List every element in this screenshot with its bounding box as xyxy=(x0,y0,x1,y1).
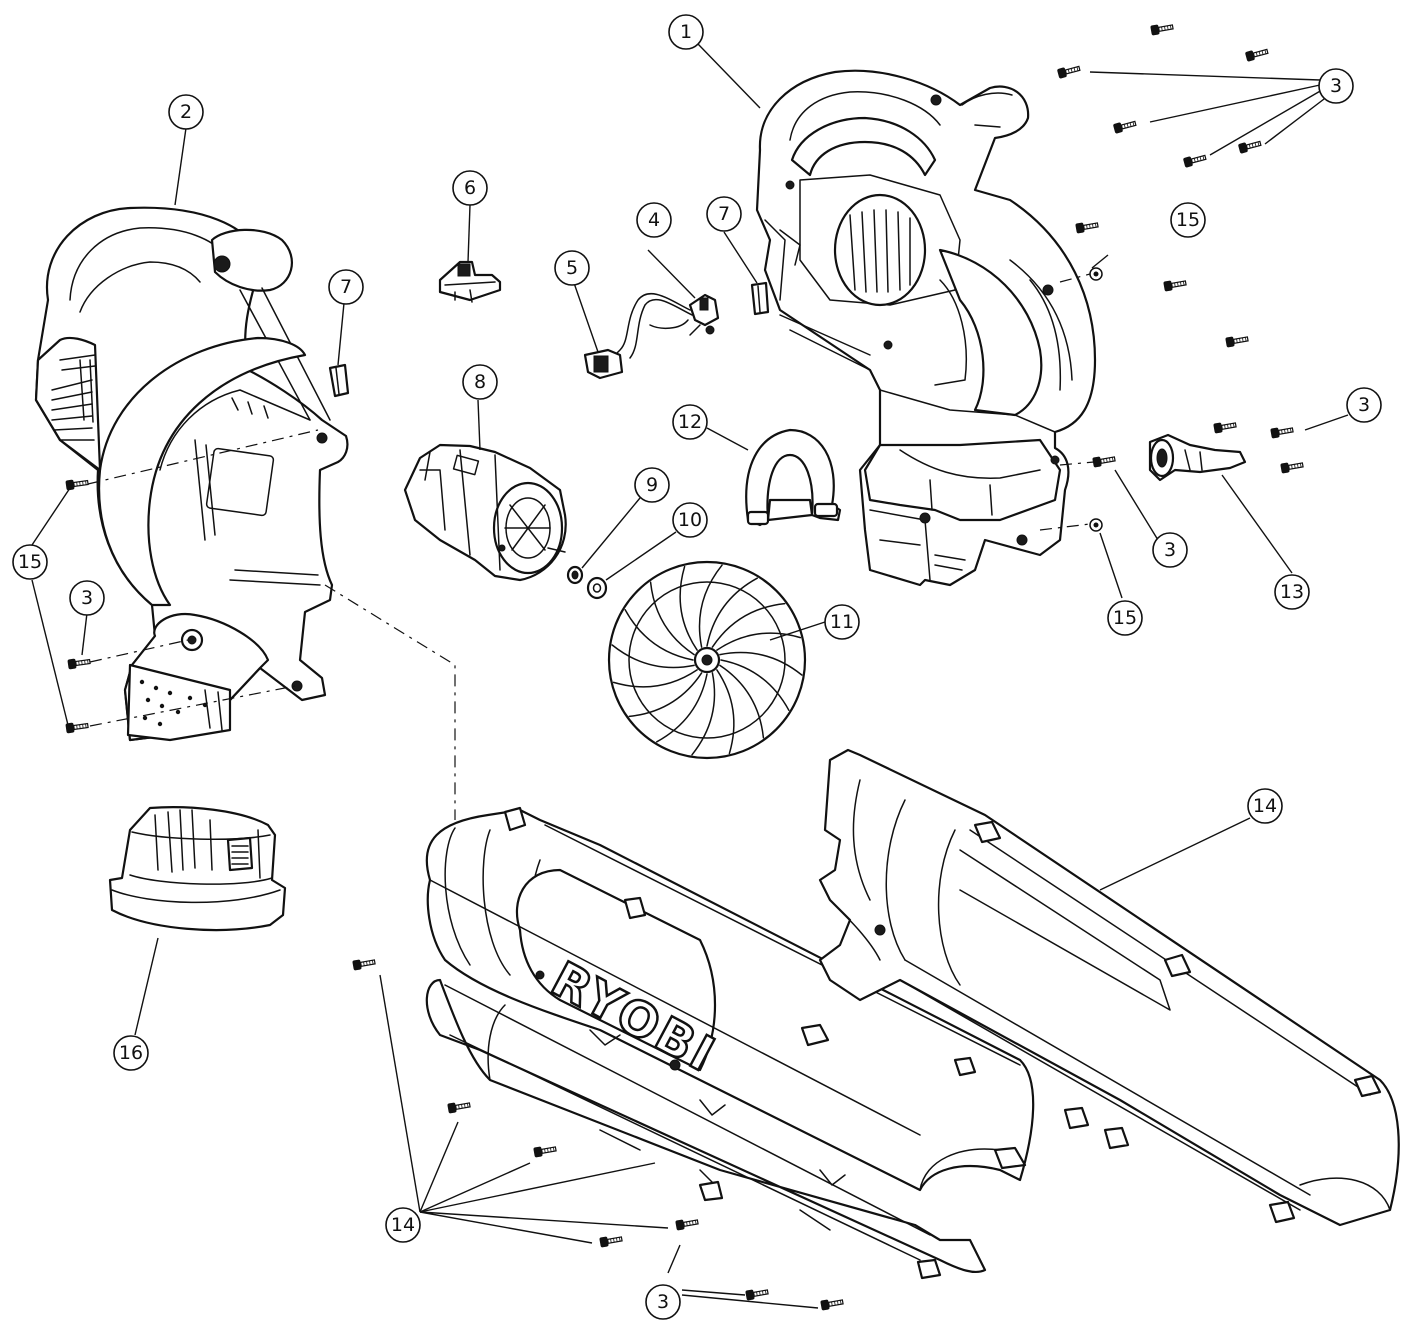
svg-text:7: 7 xyxy=(718,203,730,225)
callout-11: 11 xyxy=(824,604,860,640)
callout-12: 12 xyxy=(672,404,708,440)
fan-blade xyxy=(698,564,723,648)
callout-10: 10 xyxy=(672,502,708,538)
callout-14-screws: 14 xyxy=(385,1207,421,1243)
svg-text:8: 8 xyxy=(474,371,486,393)
callout-8: 8 xyxy=(462,364,498,400)
callout-3-bottom: 3 xyxy=(645,1284,681,1320)
svg-text:1: 1 xyxy=(680,21,692,43)
svg-text:15: 15 xyxy=(1113,607,1137,629)
fan-blade xyxy=(719,664,765,739)
fan-blade xyxy=(611,644,695,669)
fan-blade xyxy=(679,565,698,651)
svg-text:4: 4 xyxy=(648,209,660,231)
callout-6: 6 xyxy=(452,170,488,206)
brush-holder-part-left xyxy=(328,363,350,398)
fan-blade xyxy=(720,659,790,711)
callout-2: 2 xyxy=(168,94,204,130)
hinge-clip-part xyxy=(745,428,842,527)
motor-part xyxy=(403,443,567,582)
fan-blade xyxy=(624,609,694,661)
svg-text:11: 11 xyxy=(830,611,854,633)
callout-13: 13 xyxy=(1274,574,1310,610)
leader-lines xyxy=(31,43,1349,1309)
fan-blade xyxy=(656,673,708,743)
callout-3-left: 3 xyxy=(69,580,105,616)
fan-blade xyxy=(719,651,803,676)
fan-blade xyxy=(716,669,735,755)
trigger-part xyxy=(1148,433,1247,482)
left-housing-half xyxy=(34,206,349,742)
callout-4: 4 xyxy=(636,202,672,238)
callout-3-top-right: 3 xyxy=(1318,68,1354,104)
callout-9: 9 xyxy=(634,467,670,503)
switch-wiring-part xyxy=(583,292,720,380)
svg-text:9: 9 xyxy=(646,474,658,496)
svg-text:7: 7 xyxy=(340,276,352,298)
callout-5: 5 xyxy=(554,250,590,286)
svg-text:15: 15 xyxy=(18,551,42,573)
fan-blade xyxy=(691,672,716,756)
callout-14-right-tube: 14 xyxy=(1247,788,1283,824)
svg-text:5: 5 xyxy=(566,257,578,279)
svg-text:16: 16 xyxy=(119,1042,143,1064)
circuit-board-part xyxy=(438,260,502,303)
fan-blade xyxy=(711,602,786,648)
svg-text:2: 2 xyxy=(180,101,192,123)
assembly-dashed-lines xyxy=(87,273,1095,820)
callout-3-housing: 3 xyxy=(1152,532,1188,568)
svg-text:14: 14 xyxy=(1253,795,1277,817)
fan-impeller-part xyxy=(607,560,807,760)
callout-7-left: 7 xyxy=(328,269,364,305)
svg-text:3: 3 xyxy=(1358,394,1370,416)
washer-part xyxy=(586,576,608,600)
svg-text:3: 3 xyxy=(657,1291,669,1313)
fan-blade xyxy=(716,632,802,651)
bearing-part xyxy=(566,565,584,585)
fan-blade xyxy=(706,577,758,647)
svg-text:14: 14 xyxy=(391,1214,415,1236)
callout-16: 16 xyxy=(113,1035,149,1071)
svg-text:12: 12 xyxy=(678,411,702,433)
callout-15-right-bottom: 15 xyxy=(1107,600,1143,636)
fan-blade xyxy=(649,581,695,656)
svg-text:3: 3 xyxy=(1330,75,1342,97)
right-housing-half xyxy=(755,69,1097,587)
callout-15-right-top: 15 xyxy=(1170,202,1206,238)
svg-text:3: 3 xyxy=(81,587,93,609)
svg-text:15: 15 xyxy=(1176,209,1200,231)
svg-text:6: 6 xyxy=(464,177,476,199)
callout-7-right: 7 xyxy=(706,196,742,232)
callout-15-left: 15 xyxy=(12,544,48,580)
fan-blade xyxy=(612,669,698,688)
blower-tube-half xyxy=(818,748,1400,1227)
callout-3-trigger-screws: 3 xyxy=(1346,387,1382,423)
callout-1: 1 xyxy=(668,14,704,50)
svg-text:10: 10 xyxy=(678,509,702,531)
svg-text:3: 3 xyxy=(1164,539,1176,561)
fan-blade xyxy=(628,672,703,718)
brush-holder-part-right xyxy=(750,281,770,316)
blower-tube-assembled: RYOBI xyxy=(425,806,1035,1280)
svg-text:13: 13 xyxy=(1280,581,1304,603)
battery-adapter-part xyxy=(108,806,287,932)
